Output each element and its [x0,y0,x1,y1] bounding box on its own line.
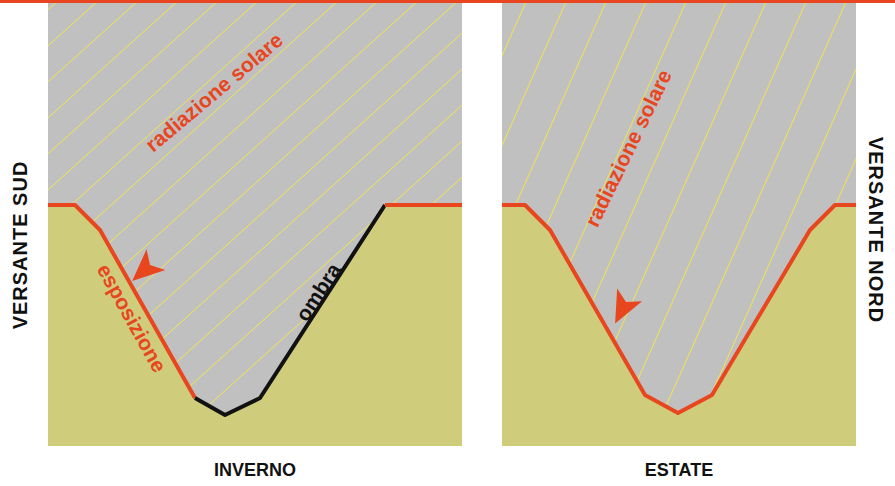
sun-ray [0,0,680,460]
sun-ray [442,0,895,460]
sun-ray [322,0,810,460]
sun-ray [188,0,895,460]
sunlit-slope [502,205,856,413]
season-label: INVERNO [214,461,296,479]
sun-ray [202,0,690,460]
sun-ray [0,0,400,460]
sun-ray [428,0,895,460]
sun-ray [82,0,570,460]
sun-ray [108,0,895,460]
radiation-arrow [123,249,166,291]
sun-ray [402,0,890,460]
sun-ray [0,0,520,460]
sun-ray [0,0,640,460]
sun-ray [308,0,895,460]
sun-ray [802,0,895,460]
ground-area [502,205,856,446]
slope-label: VERSANTE NORD [866,137,886,323]
season-label: ESTATE [645,461,713,479]
sun-ray [0,0,360,460]
top-rule [0,0,895,3]
sun-ray [0,0,720,460]
sun-ray [348,0,895,460]
sun-ray [0,0,290,460]
slope-label: VERSANTE SUD [10,161,30,330]
sun-ray [508,0,895,460]
sunlit-slope [385,203,462,207]
sun-ray [0,0,800,460]
sun-ray [0,0,330,460]
sun-ray [602,0,895,460]
sun-ray [2,0,490,460]
sun-ray [0,0,600,460]
sun-ray [762,0,895,460]
sun-ray [0,0,560,460]
sun-ray [842,0,895,460]
sun-ray [28,0,895,460]
sun-ray [562,0,895,460]
sun-ray [388,0,895,460]
sun-ray [0,0,450,460]
sun-ray [42,0,530,460]
sun-ray [0,0,440,460]
shaded-slope [195,205,385,415]
sunlit-slope [48,205,195,398]
sun-ray [362,0,850,460]
sun-rays [0,0,895,460]
sun-ray [588,0,895,460]
sun-ray [268,0,895,460]
sun-ray [0,0,760,460]
sun-ray [228,0,895,460]
sun-ray [0,0,410,460]
sun-ray [482,0,895,460]
sun-ray [0,0,880,460]
sun-ray [642,0,895,460]
sun-ray [548,0,895,460]
sun-ray [0,0,320,460]
sun-ray [628,0,895,460]
sun-ray [148,0,895,460]
sun-ray [122,0,610,460]
sun-ray [0,0,480,460]
sun-rays [0,0,895,460]
radiation-arrow [603,289,642,330]
sun-ray [522,0,895,460]
sun-ray [242,0,730,460]
sun-ray [468,0,895,460]
sun-ray [282,0,770,460]
sun-ray [0,0,370,460]
ground-area [48,205,462,446]
